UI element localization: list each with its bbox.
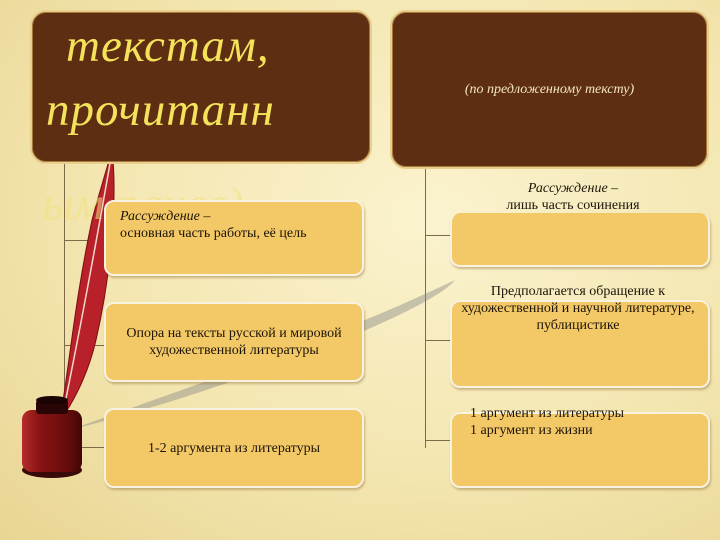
left-card-sources: Опора на тексты русской и мировой художе… xyxy=(104,302,364,382)
left-card-reasoning-text: основная часть работы, её цель xyxy=(120,226,307,241)
right-item-arguments-line2: 1 аргумент из жизни xyxy=(470,423,593,438)
right-header-box: (по предложенному тексту) xyxy=(390,10,709,169)
right-card-reasoning xyxy=(450,213,710,267)
right-header-subtitle: (по предложенному тексту) xyxy=(464,82,635,97)
right-item-reasoning-italic: Рассуждение – xyxy=(527,181,619,196)
left-tree-line xyxy=(64,163,65,448)
left-card-arguments-text: 1-2 аргумента из литературы xyxy=(147,440,321,456)
right-branch-1 xyxy=(425,235,450,236)
right-tree-line xyxy=(425,163,426,448)
left-header-line1: текстам, xyxy=(66,20,270,72)
right-item-reasoning: Рассуждение – лишь часть сочинения xyxy=(448,180,698,214)
right-branch-3 xyxy=(425,440,450,441)
left-card-sources-text: Опора на тексты русской и мировой художе… xyxy=(126,326,342,358)
right-card-arguments xyxy=(450,412,710,488)
left-branch-3 xyxy=(64,447,104,448)
right-item-literature-text: Предполагается обращение к художественно… xyxy=(461,284,695,333)
left-header-box: текстам, прочитанн xyxy=(30,10,372,164)
right-item-reasoning-text: лишь часть сочинения xyxy=(506,198,640,213)
right-branch-2 xyxy=(425,340,450,341)
left-card-reasoning-italic: Рассуждение – xyxy=(120,209,211,224)
left-branch-1 xyxy=(64,240,104,241)
right-card-literature xyxy=(450,300,710,388)
right-item-arguments: 1 аргумент из литературы 1 аргумент из ж… xyxy=(470,405,700,439)
right-item-arguments-line1: 1 аргумент из литературы xyxy=(470,406,624,421)
left-header-line2: прочитанн xyxy=(46,84,275,136)
left-card-reasoning: Рассуждение – основная часть работы, её … xyxy=(104,200,364,276)
left-card-arguments: 1-2 аргумента из литературы xyxy=(104,408,364,488)
